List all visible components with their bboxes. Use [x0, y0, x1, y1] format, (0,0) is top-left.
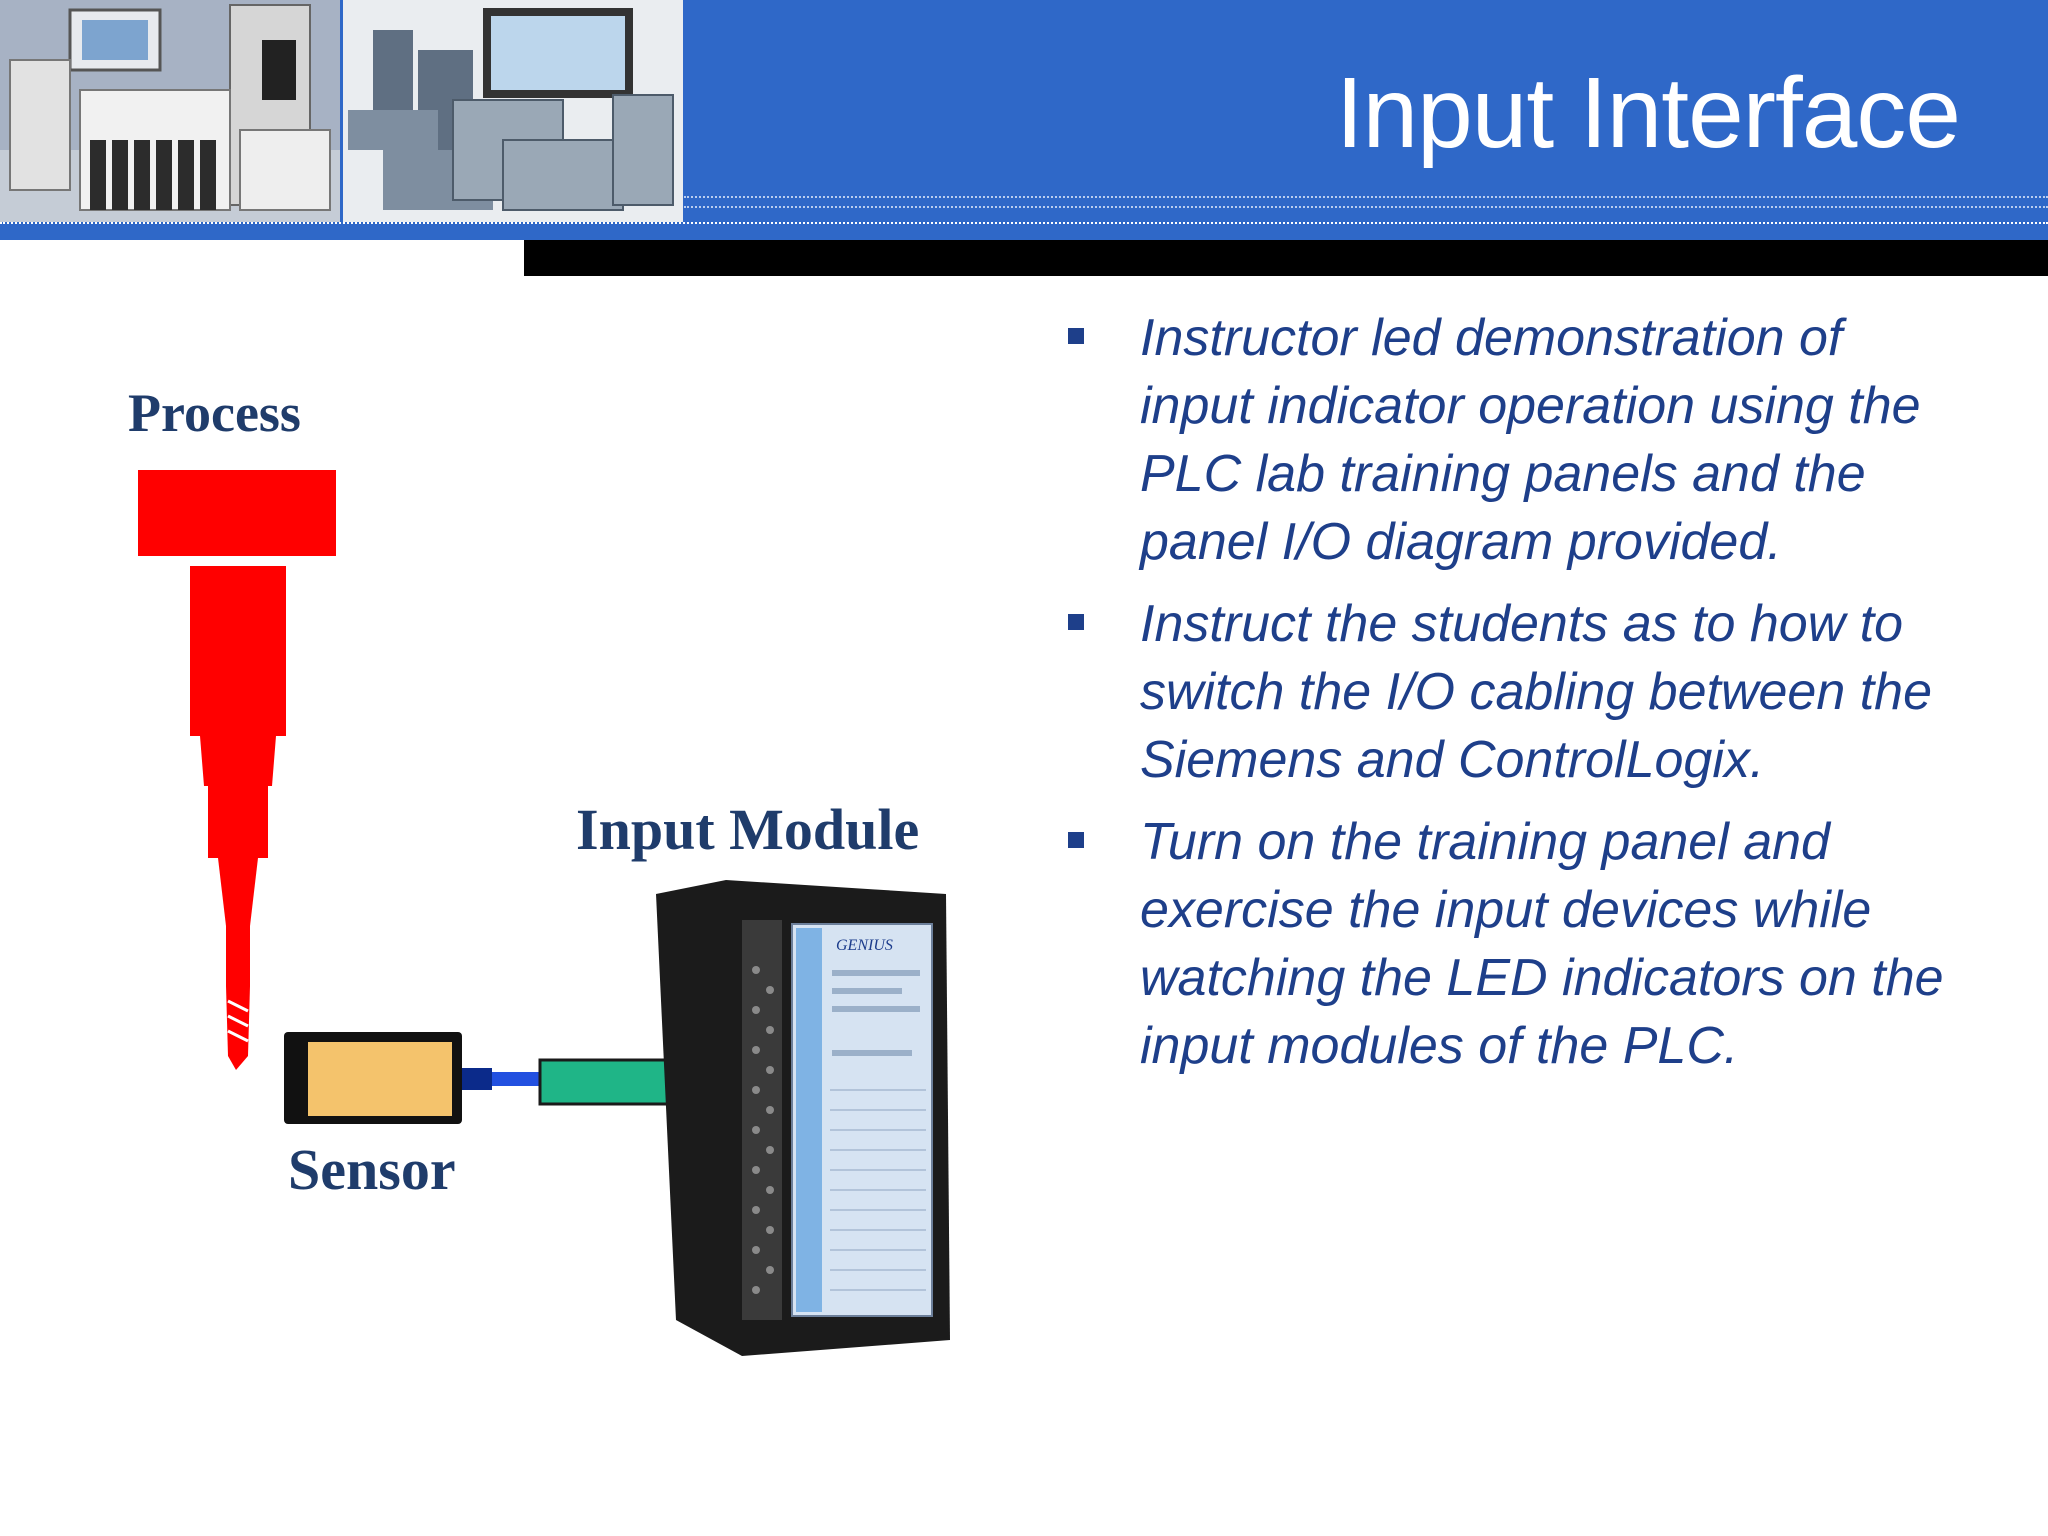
input-interface-diagram: Process Sensor Input Module GENIUS: [0, 276, 1060, 1456]
bullet-marker: [1068, 832, 1084, 848]
header-dotted-rule: [684, 196, 2048, 198]
slide-title: Input Interface: [1335, 57, 1961, 169]
sensor-label: Sensor: [288, 1137, 456, 1202]
input-module-device: GENIUS: [656, 880, 950, 1356]
bullet-marker: [1068, 328, 1084, 344]
bullet-item: Instructor led demonstration of input in…: [1060, 304, 1960, 576]
module-brand-text: GENIUS: [836, 937, 893, 954]
bullet-marker: [1068, 614, 1084, 630]
bullet-text: Turn on the training panel and exercise …: [1140, 813, 1944, 1075]
plc-hardware-photo-left: [0, 0, 340, 222]
input-module-label: Input Module: [576, 797, 920, 862]
bullet-item: Instruct the students as to how to switc…: [1060, 590, 1960, 794]
header-dotted-rule-2: [684, 206, 2048, 208]
sensor-device: [284, 1032, 542, 1124]
bullet-list: Instructor led demonstration of input in…: [1060, 304, 1960, 1094]
black-divider-bar: [524, 240, 2048, 276]
header-bottom-rule: [0, 222, 2048, 240]
bullet-text: Instruct the students as to how to switc…: [1140, 595, 1933, 789]
process-sensor-probe: [138, 470, 336, 1070]
bullet-text: Instructor led demonstration of input in…: [1140, 309, 1921, 571]
plc-hardware-photo-right: [343, 0, 683, 222]
slide-header: Input Interface: [0, 0, 2048, 240]
bullet-item: Turn on the training panel and exercise …: [1060, 808, 1960, 1080]
process-label: Process: [128, 383, 301, 443]
